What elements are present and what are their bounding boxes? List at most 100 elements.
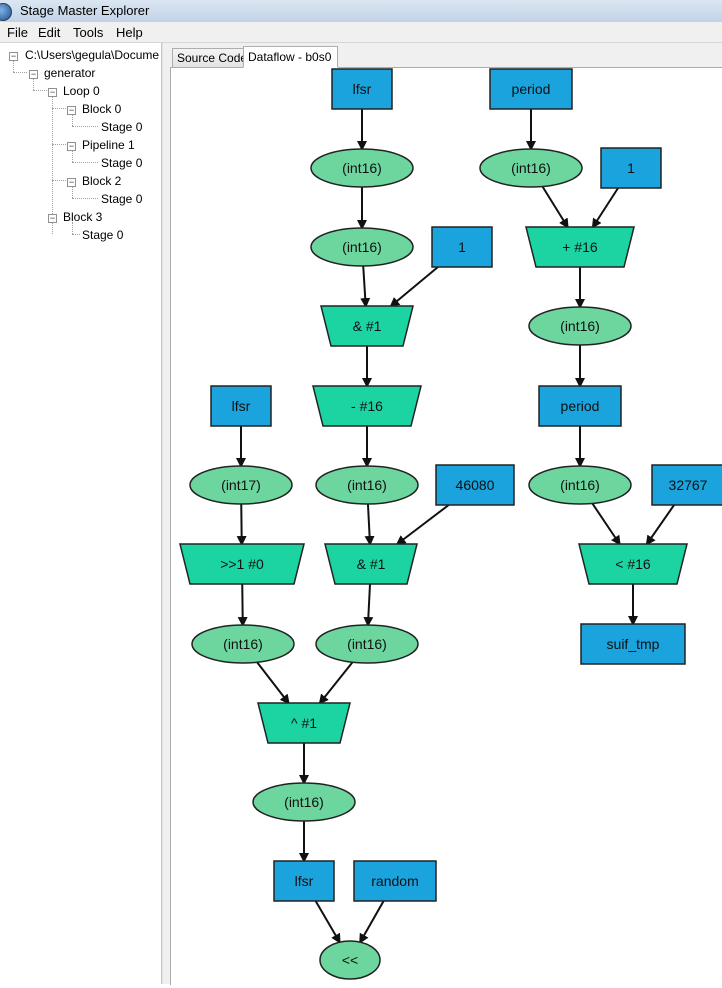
tree-line <box>72 126 98 127</box>
tree-line <box>13 72 27 73</box>
tree-item-generator[interactable]: generator <box>44 66 96 80</box>
node-n26[interactable]: (int16) <box>252 782 356 822</box>
node-n13[interactable]: period <box>538 385 622 427</box>
node-label: >>1 #0 <box>220 556 264 572</box>
node-n14[interactable]: (int17) <box>189 465 293 505</box>
rect-node-shape <box>580 623 686 665</box>
edge-n17-n21 <box>591 502 621 546</box>
node-n12[interactable]: - #16 <box>312 385 422 427</box>
tree-line <box>52 108 66 109</box>
tree-item-block2[interactable]: Block 2 <box>82 174 122 188</box>
operator-node-shape <box>257 702 351 744</box>
operator-node-shape <box>324 543 418 585</box>
node-n19[interactable]: >>1 #0 <box>179 543 305 585</box>
node-n18[interactable]: 32767 <box>651 464 722 506</box>
node-n7[interactable]: 1 <box>600 147 662 189</box>
menu-help[interactable]: Help <box>116 25 143 40</box>
tree-line <box>72 114 73 126</box>
ellipse-node-shape <box>315 465 419 505</box>
ellipse-node-shape <box>479 148 583 188</box>
rect-node-shape <box>210 385 272 427</box>
node-label: (int16) <box>342 239 382 255</box>
node-n1[interactable]: lfsr <box>331 68 393 110</box>
node-n29[interactable]: << <box>319 940 381 980</box>
tree-item-loop0[interactable]: Loop 0 <box>63 84 100 98</box>
tab-source-code[interactable]: Source Code <box>172 48 248 67</box>
project-tree: − C:\Users\gegula\Docume − generator − L… <box>0 43 162 984</box>
node-n28[interactable]: random <box>353 860 437 902</box>
node-label: period <box>512 81 551 97</box>
ellipse-node-shape <box>310 148 414 188</box>
node-n23[interactable]: (int16) <box>315 624 419 664</box>
node-label: (int16) <box>342 160 382 176</box>
node-n16[interactable]: 46080 <box>435 464 515 506</box>
tree-item-block3-stage0[interactable]: Stage 0 <box>82 228 124 242</box>
tree-item-root[interactable]: C:\Users\gegula\Docume <box>25 48 160 62</box>
edge-n20-n23 <box>363 583 374 628</box>
rect-node-shape <box>489 68 573 110</box>
menu-edit[interactable]: Edit <box>38 25 61 40</box>
ellipse-node-shape <box>528 465 632 505</box>
node-n5[interactable]: 1 <box>431 226 493 268</box>
node-label: (int16) <box>347 477 387 493</box>
tab-dataflow[interactable]: Dataflow - b0s0 <box>243 46 338 68</box>
menu-file[interactable]: File <box>7 25 28 40</box>
node-label: 1 <box>627 160 635 176</box>
tree-line <box>13 60 14 72</box>
node-n15[interactable]: (int16) <box>315 465 419 505</box>
dataflow-graph: lfsr period (int16) (int16) 1 (int16) 1 + #16 & … <box>179 68 722 980</box>
node-n4[interactable]: (int16) <box>310 227 414 267</box>
node-n3[interactable]: (int16) <box>310 148 414 188</box>
tree-line <box>33 78 34 90</box>
tree-item-block3[interactable]: Block 3 <box>63 210 103 224</box>
node-n11[interactable]: lfsr <box>210 385 272 427</box>
node-n8[interactable]: + #16 <box>525 226 635 268</box>
tree-item-block0[interactable]: Block 0 <box>82 102 122 116</box>
edge-n18-n21 <box>645 504 675 546</box>
app-icon <box>0 3 12 21</box>
ellipse-node-shape <box>528 306 632 346</box>
node-n10[interactable]: (int16) <box>528 306 632 346</box>
node-n17[interactable]: (int16) <box>528 465 632 505</box>
node-n20[interactable]: & #1 <box>324 543 418 585</box>
tree-item-block0-stage0[interactable]: Stage 0 <box>101 120 143 134</box>
node-n2[interactable]: period <box>489 68 573 110</box>
node-label: random <box>371 873 418 889</box>
collapse-icon[interactable]: − <box>48 87 57 97</box>
node-n22[interactable]: (int16) <box>191 624 295 664</box>
tree-item-pipeline1[interactable]: Pipeline 1 <box>82 138 135 152</box>
node-n21[interactable]: < #16 <box>578 543 688 585</box>
node-n25[interactable]: ^ #1 <box>257 702 351 744</box>
node-n6[interactable]: (int16) <box>479 148 583 188</box>
tree-item-pipeline1-stage0[interactable]: Stage 0 <box>101 156 143 170</box>
node-n27[interactable]: lfsr <box>273 860 335 902</box>
node-label: < #16 <box>615 556 651 572</box>
tree-line <box>72 234 80 235</box>
edge-n7-n8 <box>591 187 619 229</box>
node-label: 1 <box>458 239 466 255</box>
collapse-icon[interactable]: − <box>67 177 76 187</box>
tree-line <box>72 198 98 199</box>
node-label: 32767 <box>669 477 708 493</box>
node-label: (int16) <box>347 636 387 652</box>
node-n9[interactable]: & #1 <box>320 305 414 347</box>
collapse-icon[interactable]: − <box>9 51 18 61</box>
collapse-icon[interactable]: − <box>29 69 38 79</box>
node-label: << <box>342 952 358 968</box>
tree-item-block2-stage0[interactable]: Stage 0 <box>101 192 143 206</box>
operator-node-shape <box>525 226 635 268</box>
ellipse-node-shape <box>319 940 381 980</box>
ellipse-node-shape <box>310 227 414 267</box>
rect-node-shape <box>538 385 622 427</box>
collapse-icon[interactable]: − <box>67 141 76 151</box>
menu-bar: File Edit Tools Help <box>0 22 722 43</box>
menu-tools[interactable]: Tools <box>73 25 104 40</box>
node-label: lfsr <box>353 81 372 97</box>
node-label: & #1 <box>353 318 382 334</box>
node-label: (int16) <box>560 318 600 334</box>
operator-node-shape <box>320 305 414 347</box>
collapse-icon[interactable]: − <box>67 105 76 115</box>
tree-line <box>72 150 73 162</box>
collapse-icon[interactable]: − <box>48 213 57 223</box>
node-n24[interactable]: suif_tmp <box>580 623 686 665</box>
